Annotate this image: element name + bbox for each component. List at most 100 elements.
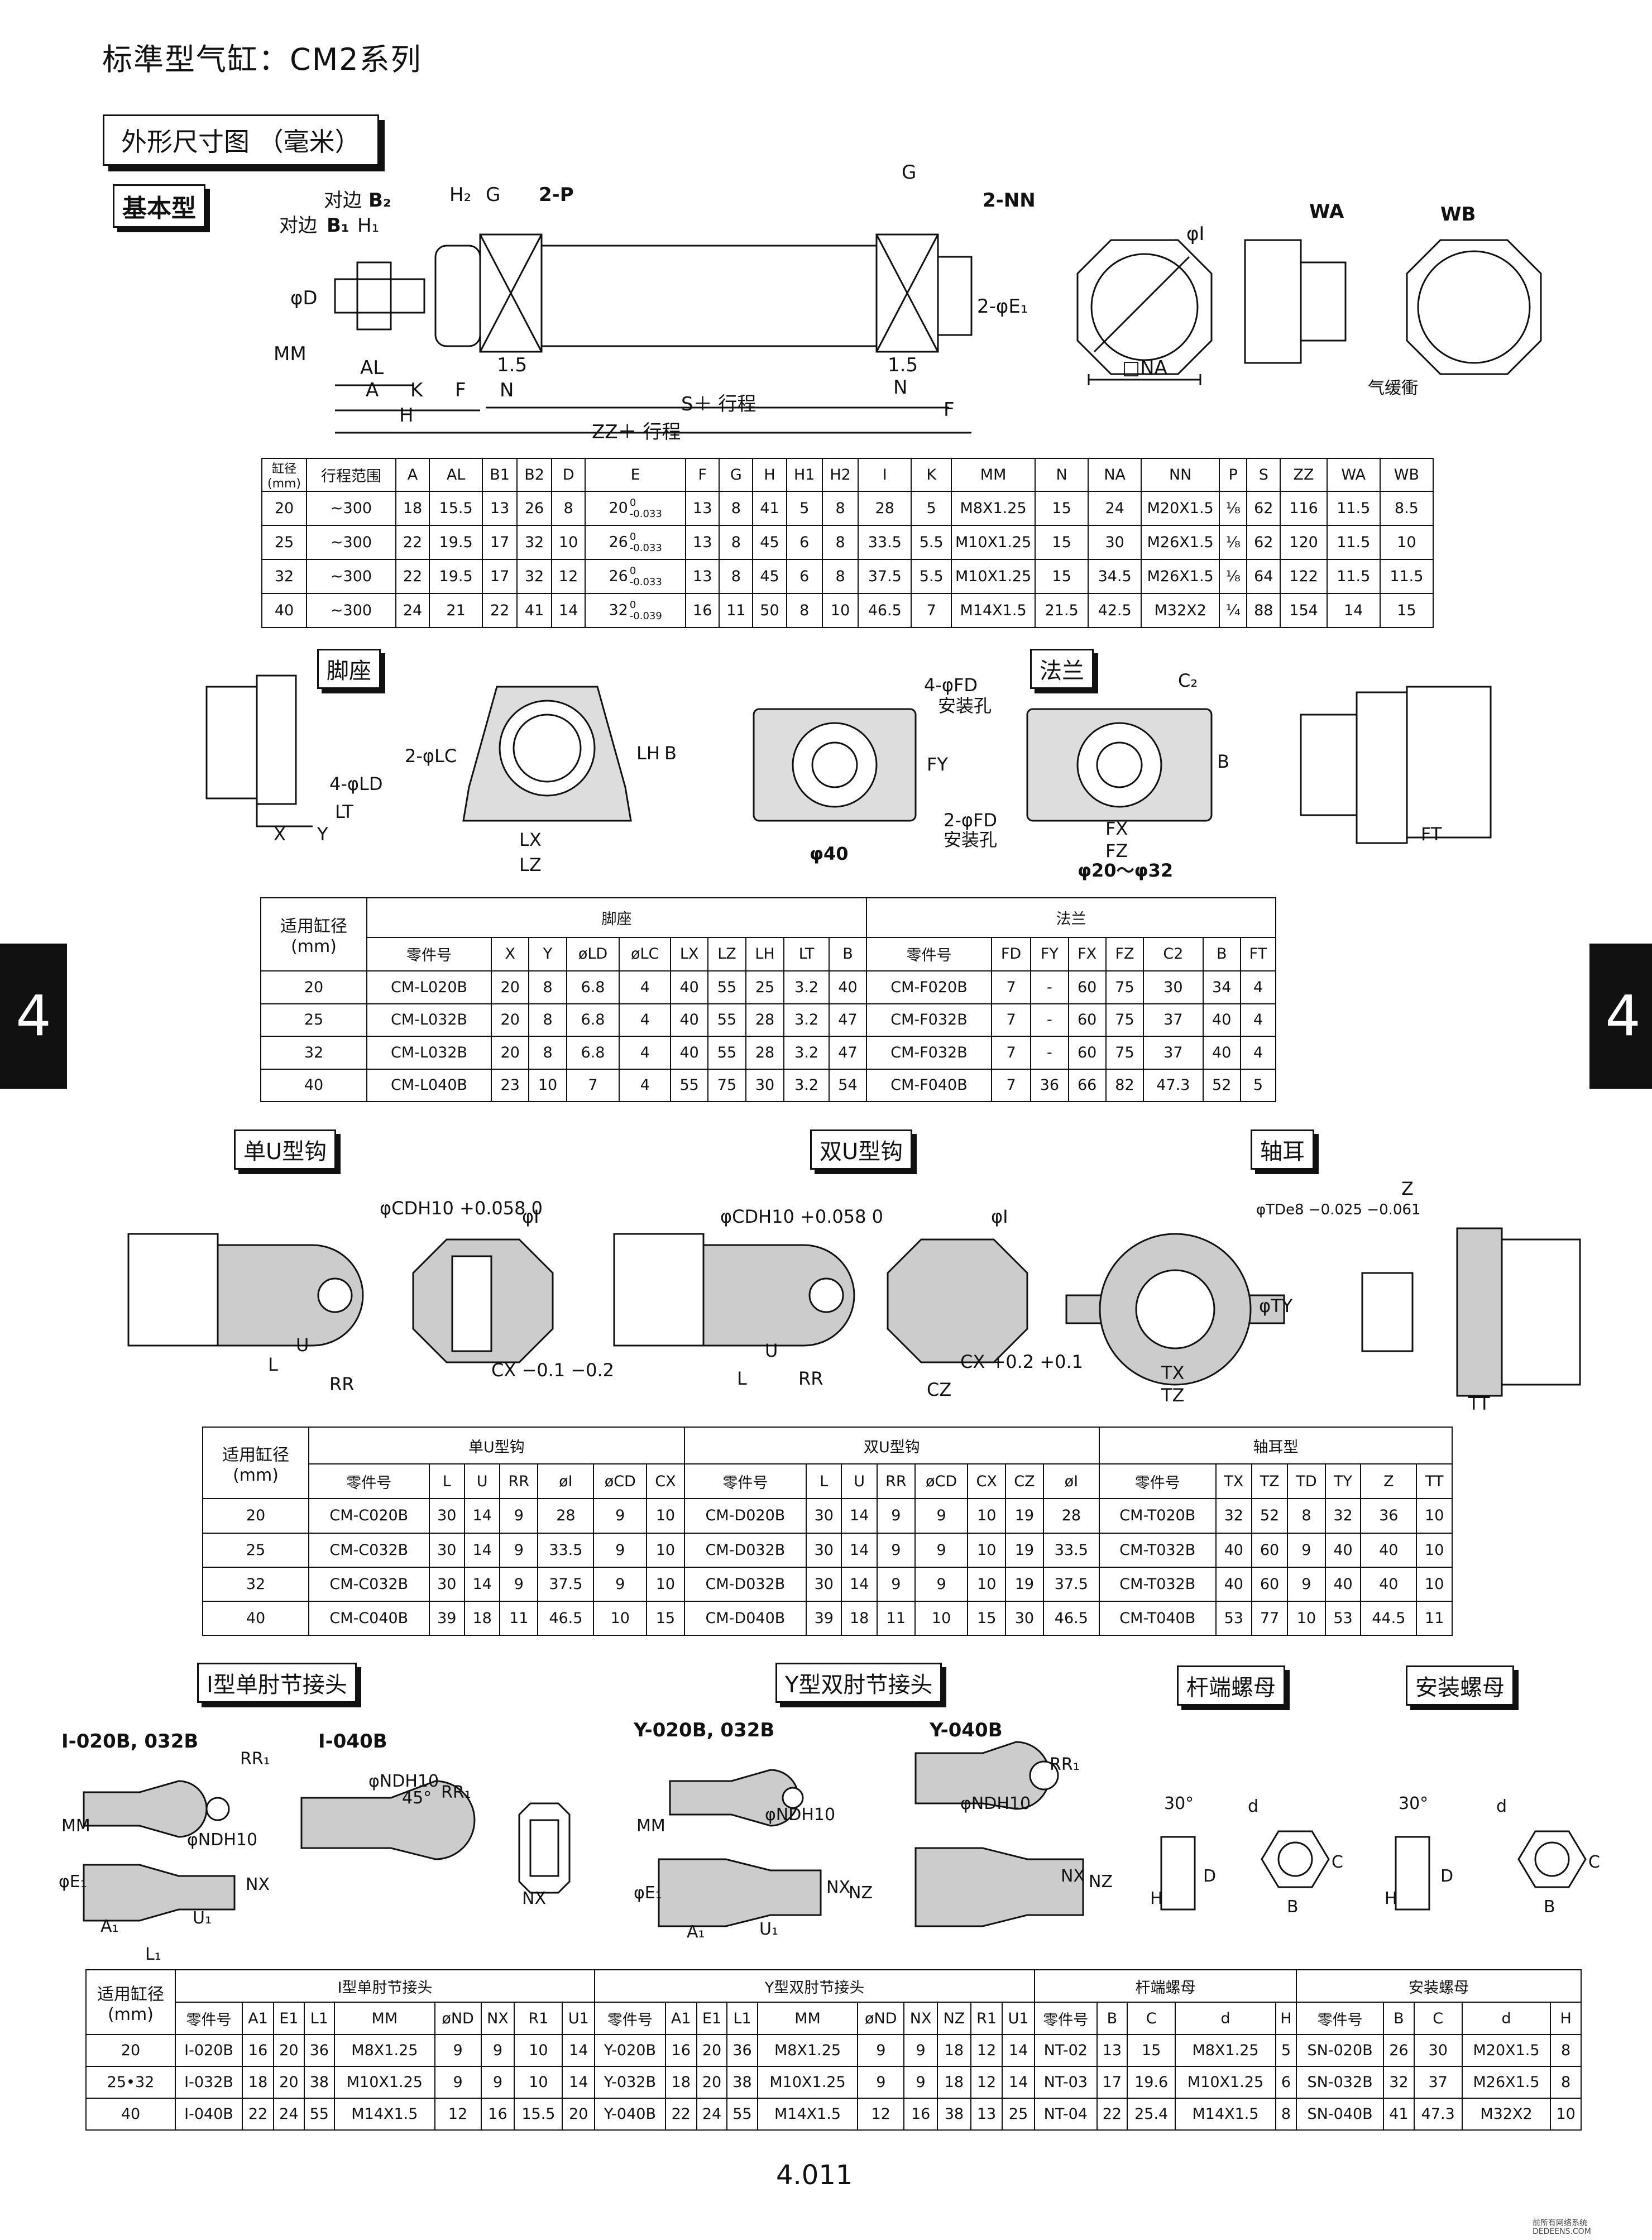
cell-y: 25 <box>1002 2098 1035 2131</box>
cell-double: CM-D040B <box>683 1600 807 1636</box>
joint-drawing: I-020B, 032B I-040B Y-020B, 032B Y-040B … <box>59 1719 1600 1964</box>
svg-text:RR: RR <box>329 1373 354 1395</box>
cell-i: 20 <box>273 2066 305 2099</box>
cell-F: 13 <box>685 491 720 526</box>
cell-i: 9 <box>480 2034 515 2067</box>
th-col: H <box>1275 2002 1297 2035</box>
cell-bore: 40 <box>85 2098 176 2131</box>
th-col: CZ <box>1005 1463 1044 1500</box>
cell-flange: 34 <box>1202 970 1241 1004</box>
th-col: 零件号 <box>308 1463 430 1500</box>
th-col: Z <box>1360 1463 1418 1500</box>
th-col: øLD <box>566 936 620 972</box>
cell-range: ~300 <box>306 491 396 526</box>
th-col: FD <box>990 936 1032 972</box>
cell-bore: 20 <box>85 2034 176 2067</box>
svg-text:TX: TX <box>1161 1362 1184 1384</box>
svg-text:U: U <box>296 1334 309 1356</box>
cell-H1: 8 <box>786 593 823 628</box>
th-H2: H2 <box>821 458 859 492</box>
cell-i: 18 <box>242 2066 275 2099</box>
th-group-flange: 法兰 <box>866 897 1276 938</box>
cell-flange: 60 <box>1067 1003 1107 1037</box>
cell-MM: M10X1.25 <box>951 559 1036 594</box>
cell-foot: 55 <box>707 1003 746 1037</box>
th-col: TT <box>1416 1463 1453 1500</box>
cell-y: 9 <box>903 2066 938 2099</box>
svg-text:A₁: A₁ <box>687 1922 705 1942</box>
cell-bore: 20 <box>202 1498 309 1534</box>
cell-trunnion: 40 <box>1360 1532 1418 1568</box>
cell-I: 28 <box>858 491 912 526</box>
th-WB: WB <box>1379 458 1434 492</box>
cell-y: M10X1.25 <box>756 2066 859 2099</box>
th-bore: 适用缸径 (mm) <box>202 1426 309 1500</box>
cell-single: 39 <box>428 1600 465 1636</box>
svg-text:φCDH10 +0.058 0: φCDH10 +0.058 0 <box>720 1206 883 1227</box>
cell-double: 19 <box>1005 1566 1044 1602</box>
th-col: B <box>828 936 868 972</box>
cell-bore: 32 <box>202 1566 309 1602</box>
svg-text:U₁: U₁ <box>759 1920 778 1939</box>
svg-text:H: H <box>1150 1889 1163 1908</box>
th-col: d <box>1461 2002 1552 2035</box>
label-double-clevis: 双U型钩 <box>810 1129 913 1170</box>
cell-trunnion: 36 <box>1360 1498 1418 1534</box>
cell-i: 14 <box>562 2034 596 2067</box>
cell-AL: 19.5 <box>429 559 483 594</box>
cell-foot: 4 <box>619 1003 671 1037</box>
svg-text:L₁: L₁ <box>145 1945 161 1964</box>
th-col: 零件号 <box>1098 1463 1217 1500</box>
cell-WA: 11.5 <box>1326 525 1381 560</box>
svg-text:φI: φI <box>522 1206 539 1227</box>
svg-text:NZ: NZ <box>849 1883 873 1903</box>
cell-N: 15 <box>1035 491 1089 526</box>
cell-B2: 26 <box>516 491 553 526</box>
cell-foot: 55 <box>707 970 746 1004</box>
cell-foot: 23 <box>491 1068 530 1103</box>
cell-y: 18 <box>937 2034 971 2067</box>
side-tab-left: 4 <box>0 944 67 1089</box>
svg-text:φNDH10: φNDH10 <box>765 1805 835 1825</box>
th-col: TZ <box>1251 1463 1289 1500</box>
th-group-mountnut: 安装螺母 <box>1296 1969 1582 2003</box>
cell-bore: 20 <box>261 491 307 526</box>
cell-i: 10 <box>514 2066 563 2099</box>
th-col: LT <box>783 936 830 972</box>
cell-flange: 5 <box>1239 1068 1277 1103</box>
cell-foot: 20 <box>491 970 530 1004</box>
cell-double: 15 <box>967 1600 1007 1636</box>
cell-K: 7 <box>911 593 952 628</box>
cell-D: 14 <box>551 593 586 628</box>
tolerance-upper: 0 <box>629 564 636 577</box>
svg-text:B: B <box>1544 1897 1555 1917</box>
cell-flange: CM-F020B <box>866 970 992 1004</box>
cell-G: 8 <box>719 559 754 594</box>
cell-i: 16 <box>242 2034 275 2067</box>
cell-single: 30 <box>428 1566 465 1602</box>
th-NA: NA <box>1088 458 1142 492</box>
svg-text:气缓衝: 气缓衝 <box>1368 379 1418 398</box>
cell-E-value: 20 <box>609 499 628 516</box>
svg-text:φNDH10: φNDH10 <box>187 1830 257 1850</box>
th-K: K <box>911 458 952 492</box>
label-mount-nut: 安装螺母 <box>1406 1665 1514 1706</box>
cell-H: 45 <box>752 559 787 594</box>
svg-text:Z: Z <box>1401 1178 1414 1199</box>
cell-rodnut: NT-03 <box>1033 2066 1098 2099</box>
cell-H2: 10 <box>821 593 859 628</box>
side-tab-right: 4 <box>1589 944 1652 1089</box>
th-col: TD <box>1287 1463 1326 1500</box>
cell-rodnut: 19.6 <box>1127 2066 1176 2099</box>
cell-i: I-040B <box>174 2098 243 2131</box>
cell-mountnut: 30 <box>1413 2034 1463 2067</box>
cell-double: 9 <box>914 1498 969 1534</box>
svg-text:U: U <box>765 1340 778 1361</box>
